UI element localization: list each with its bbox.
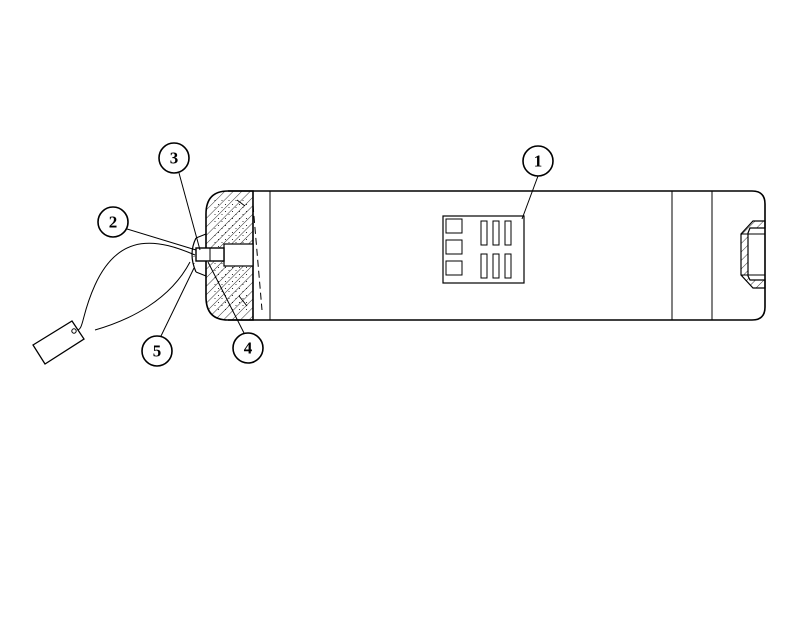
callout-1: 1 [522, 145, 554, 177]
callout-label: 2 [109, 213, 118, 232]
right-end-socket [740, 220, 766, 289]
callout-label: 3 [170, 149, 179, 168]
callout-4: 4 [232, 332, 264, 364]
nameplate [442, 215, 525, 284]
plug-assembly [191, 233, 225, 277]
callout-label: 5 [153, 342, 162, 361]
cylinder-body [228, 190, 766, 321]
callout-5: 5 [141, 335, 173, 367]
leader-lines [126, 172, 539, 337]
callout-2: 2 [97, 206, 129, 238]
identification-tag [32, 242, 196, 365]
callout-label: 4 [244, 339, 253, 358]
callout-3: 3 [158, 142, 190, 174]
callout-label: 1 [534, 152, 543, 171]
